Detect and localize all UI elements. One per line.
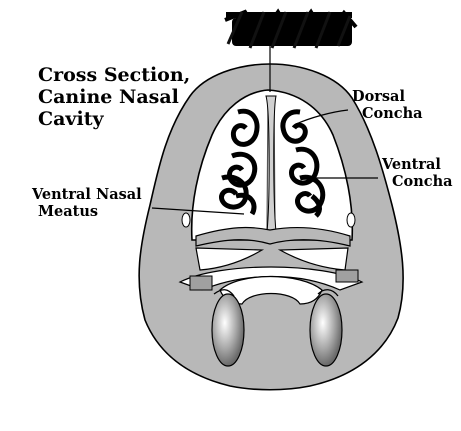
- dorsal-concha-left: [230, 108, 260, 147]
- title-line-2: Canine Nasal: [38, 86, 179, 108]
- title-line-3: Cavity: [38, 108, 104, 130]
- label-ventral-nasal-meatus-line-2: Meatus: [38, 203, 99, 220]
- left-tooth: [211, 293, 245, 367]
- diagram-title: Cross Section, Canine Nasal Cavity: [38, 64, 190, 130]
- leader-ventral-nasal-meatus: [151, 207, 245, 215]
- hard-palate: [195, 226, 351, 247]
- lower-left-cavity: [195, 247, 265, 271]
- right-foramen: [346, 212, 356, 228]
- right-tooth: [309, 293, 343, 367]
- oral-cavity: [178, 266, 364, 291]
- ventral-concha-right: [289, 146, 326, 218]
- dorsal-concha-right: [280, 109, 308, 144]
- label-dorsal-concha-line-1: Dorsal: [352, 88, 405, 105]
- left-jaw-process: [189, 275, 213, 291]
- label-ventral-concha-line-1: Ventral: [382, 156, 441, 173]
- redaction-scribble: [224, 8, 358, 49]
- label-ventral-concha-line-2: Concha: [392, 173, 453, 190]
- label-ventral-concha: Ventral Concha: [382, 156, 453, 190]
- leader-dorsal-concha: [295, 109, 349, 125]
- right-jaw-process: [335, 269, 359, 283]
- label-dorsal-concha: Dorsal Concha: [352, 88, 423, 122]
- label-ventral-nasal-meatus: Ventral Nasal Meatus: [32, 186, 142, 220]
- title-line-1: Cross Section,: [38, 64, 191, 86]
- label-dorsal-concha-line-2: Concha: [362, 105, 423, 122]
- label-ventral-nasal-meatus-line-1: Ventral Nasal: [32, 186, 142, 203]
- left-foramen: [181, 212, 191, 228]
- ventral-concha-left: [219, 151, 258, 216]
